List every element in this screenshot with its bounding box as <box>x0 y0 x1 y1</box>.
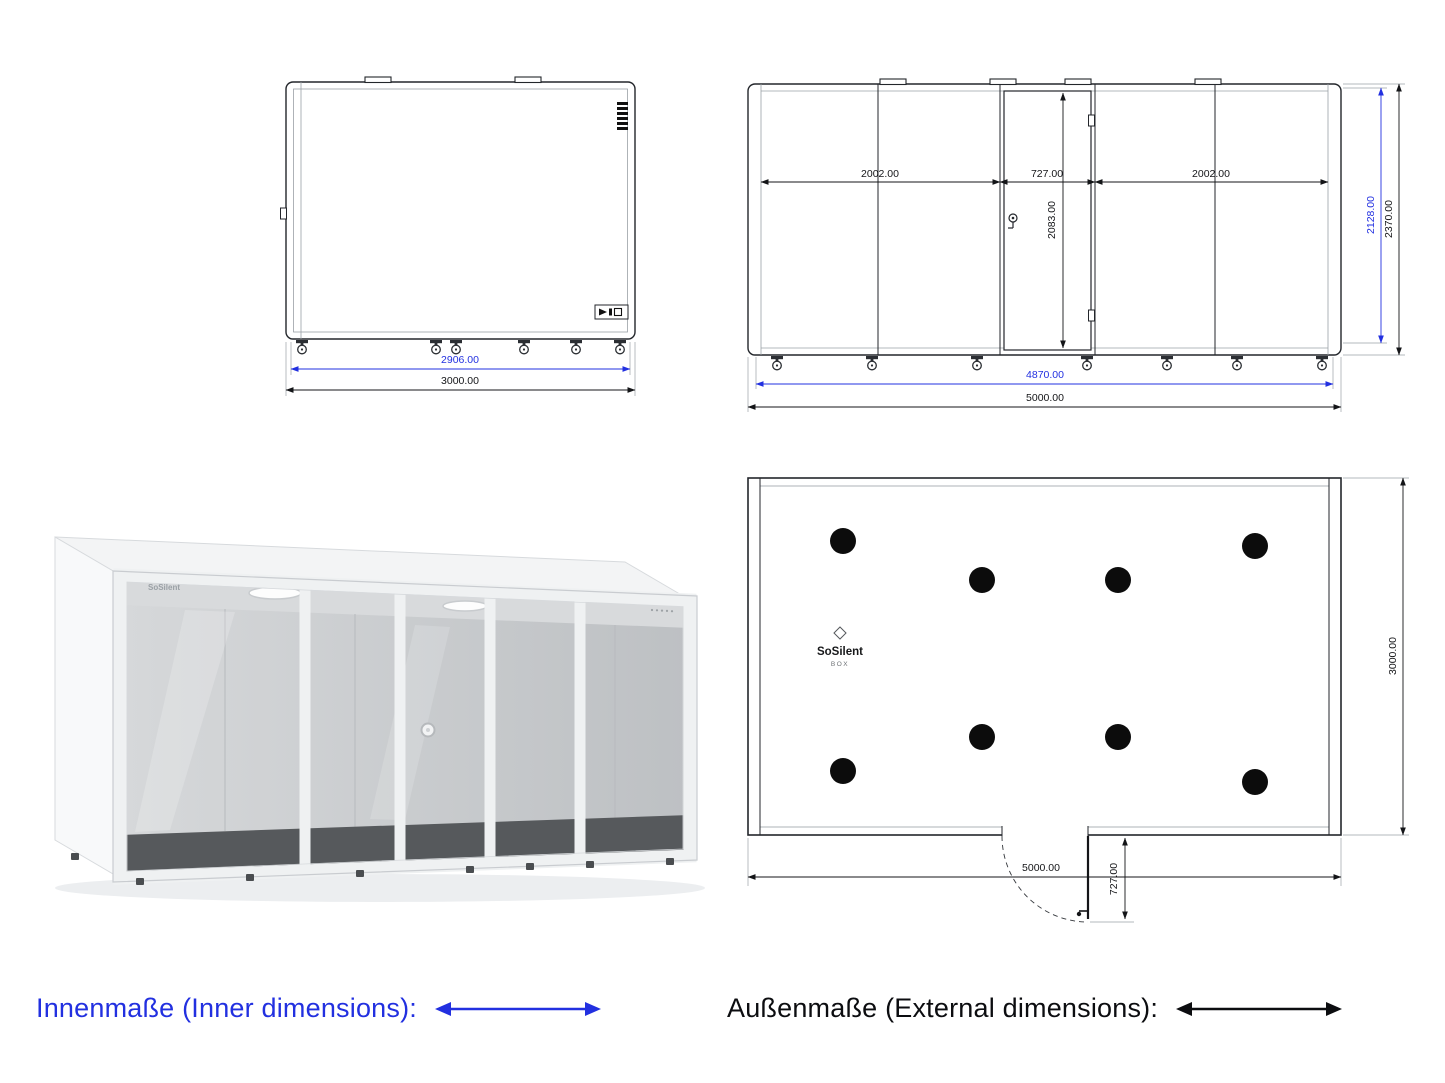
front-outer-width-label: 5000.00 <box>1026 392 1064 404</box>
roof-handle <box>1064 78 1092 86</box>
control-dots <box>650 608 674 613</box>
plan-depth-label: 3000.00 <box>1387 637 1399 675</box>
outer-dimension-arrow-icon <box>1176 1001 1343 1016</box>
front-inner-height-label: 2128.00 <box>1365 196 1377 234</box>
roof-handle <box>514 76 542 84</box>
plan-view-drawing: SoSilent BOX 5000.00 727.00 <box>747 477 1409 923</box>
ceiling-light <box>830 758 856 784</box>
ceiling-light <box>830 528 856 554</box>
ceiling-light <box>969 724 995 750</box>
glass-reflection <box>135 610 235 832</box>
door-handle-symbol <box>1076 910 1088 917</box>
plan-view-room: SoSilent BOX <box>747 477 1342 923</box>
front-left-panel-label: 2002.00 <box>861 168 899 180</box>
pod-3d-render: SoSilent <box>54 536 705 902</box>
side-view-cabinet <box>280 76 636 355</box>
legend-outer-dimensions: Außenmaße (External dimensions): <box>727 993 1344 1024</box>
door-knob <box>420 722 436 738</box>
ceiling-light <box>969 567 995 593</box>
casters <box>770 355 1329 371</box>
vent-grille <box>617 102 628 130</box>
front-door-height-label: 2083.00 <box>1046 201 1058 239</box>
plan-width-label: 5000.00 <box>1022 862 1060 874</box>
door-hinge-bottom <box>1088 309 1095 322</box>
brand-logo-sub: BOX <box>831 661 849 668</box>
legend-outer-label: Außenmaße (External dimensions): <box>727 993 1159 1023</box>
side-hinge-mark <box>280 207 287 220</box>
plan-view-dimensions: 5000.00 727.00 3000.00 <box>747 477 1409 923</box>
brand-mark: SoSilent <box>148 583 180 592</box>
frame-border <box>113 568 697 885</box>
casters <box>295 339 627 355</box>
front-view-drawing: 2002.00 727.00 2002.00 2083.00 2128.00 2… <box>747 78 1405 412</box>
side-view-drawing: 2906.00 3000.00 <box>280 76 636 396</box>
roof-handle <box>989 78 1017 86</box>
door-swing-arc <box>1001 835 1089 923</box>
legend-inner-label: Innenmaße (Inner dimensions): <box>36 993 417 1023</box>
door-lock <box>1008 213 1018 229</box>
pod-feet <box>71 853 674 885</box>
ceiling-lights <box>830 528 1268 795</box>
brand-logo-name: SoSilent <box>817 646 863 658</box>
front-view-cabinet <box>747 78 1342 371</box>
legend-inner-dimensions: Innenmaße (Inner dimensions): <box>36 993 603 1024</box>
glass-reflection <box>370 625 450 820</box>
ceiling-light <box>1105 567 1131 593</box>
front-right-panel-label: 2002.00 <box>1192 168 1230 180</box>
ceiling-light-oval <box>442 600 488 612</box>
roof-handle <box>879 78 907 86</box>
plan-door-swing-label: 727.00 <box>1108 863 1120 895</box>
roof-handle <box>364 76 392 84</box>
door-panel <box>1003 90 1092 351</box>
roof-handle <box>1194 78 1222 86</box>
door-hinge-top <box>1088 114 1095 127</box>
front-outer-height-label: 2370.00 <box>1383 200 1395 238</box>
front-view-dimensions: 2002.00 727.00 2002.00 2083.00 2128.00 2… <box>747 83 1405 412</box>
front-inner-width-label: 4870.00 <box>1026 369 1064 381</box>
front-door-width-label: 727.00 <box>1031 168 1063 180</box>
side-outer-width-label: 3000.00 <box>441 375 479 387</box>
ceiling-light <box>1242 769 1268 795</box>
floor-shadow <box>55 874 705 902</box>
brand-logo: SoSilent BOX <box>817 626 863 668</box>
pod-left-wall <box>54 536 121 879</box>
side-view-dimensions: 2906.00 3000.00 <box>285 342 636 396</box>
ceiling-light <box>1242 533 1268 559</box>
ceiling-light <box>1105 724 1131 750</box>
inner-dimension-arrow-icon <box>434 1001 601 1016</box>
side-inner-width-label: 2906.00 <box>441 354 479 366</box>
badge-plate <box>594 304 629 320</box>
pod-front-face: SoSilent <box>112 568 698 885</box>
